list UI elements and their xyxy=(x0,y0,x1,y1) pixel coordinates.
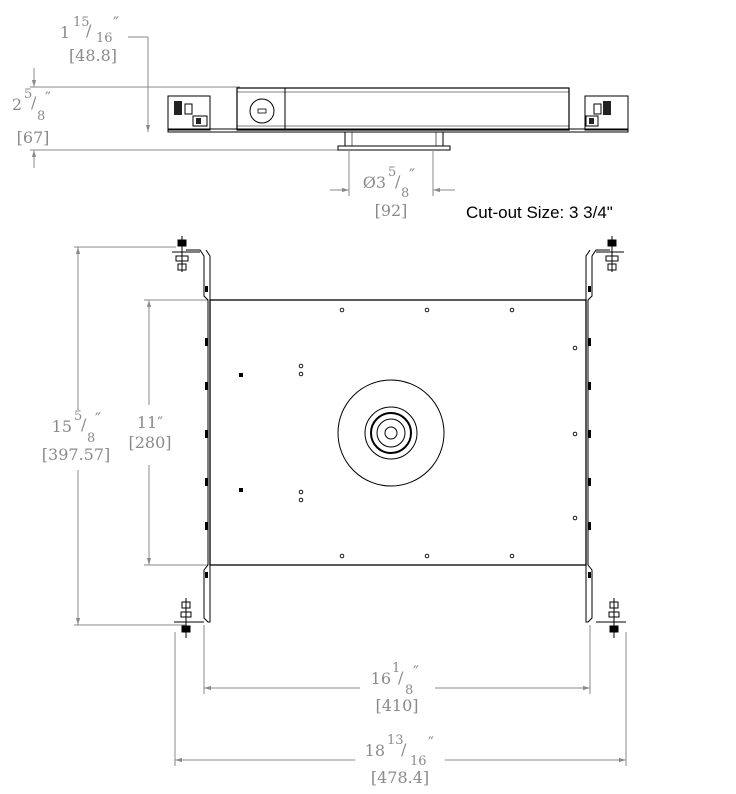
svg-text:″: ″ xyxy=(413,662,419,681)
svg-text:15: 15 xyxy=(52,417,72,436)
dim-outer-width: 18 13 / 16 ″ [478.4] xyxy=(365,733,434,787)
svg-text:″: ″ xyxy=(409,165,415,184)
svg-text:″: ″ xyxy=(428,733,434,752)
bolt-top-right xyxy=(596,236,624,272)
svg-text:2: 2 xyxy=(12,95,22,114)
dim-inner-width: 16 1 / 8 ″ [410] xyxy=(371,661,419,715)
svg-text:″: ″ xyxy=(45,88,51,107)
svg-text:16: 16 xyxy=(410,754,427,769)
dim-top-offset: 1 15 / 16 ″ [48.8] xyxy=(60,13,119,65)
svg-text:/: / xyxy=(31,93,37,112)
svg-text:[410]: [410] xyxy=(375,696,418,715)
svg-text:16: 16 xyxy=(96,31,113,46)
svg-text:1: 1 xyxy=(392,661,400,676)
svg-text:18: 18 xyxy=(365,741,385,760)
bolt-top-left xyxy=(172,236,200,272)
svg-text:16: 16 xyxy=(371,669,391,688)
svg-text:8: 8 xyxy=(401,186,409,201)
cutout-caption: Cut-out Size: 3 3/4" xyxy=(466,203,613,222)
svg-text:8: 8 xyxy=(405,683,413,698)
right-side-bracket xyxy=(584,95,629,131)
dim-inner-depth: 11″ [280] xyxy=(128,413,171,452)
dim-aperture: Ø3 5 / 8 ″ [92] xyxy=(363,165,415,220)
svg-text:8: 8 xyxy=(37,109,45,124)
svg-text:[478.4]: [478.4] xyxy=(371,768,429,787)
svg-text:Ø3: Ø3 xyxy=(363,173,386,192)
svg-text:″: ″ xyxy=(113,13,119,32)
svg-text:11″: 11″ xyxy=(137,413,163,432)
svg-text:[280]: [280] xyxy=(128,433,171,452)
svg-text:5: 5 xyxy=(24,87,32,102)
svg-text:13: 13 xyxy=(387,733,404,748)
svg-text:5: 5 xyxy=(74,409,82,424)
svg-text:/: / xyxy=(86,21,92,40)
svg-text:[92]: [92] xyxy=(375,201,408,220)
left-side-bracket xyxy=(167,95,211,131)
svg-text:[67]: [67] xyxy=(17,128,50,147)
svg-text:/: / xyxy=(398,668,404,687)
svg-text:15: 15 xyxy=(73,15,90,30)
svg-text:1: 1 xyxy=(60,23,70,42)
bolt-bottom-right xyxy=(596,598,626,638)
svg-text:5: 5 xyxy=(388,165,396,180)
svg-text:[397.57]: [397.57] xyxy=(42,445,110,464)
svg-text:8: 8 xyxy=(87,431,95,446)
plan-view xyxy=(74,236,627,766)
side-view xyxy=(30,36,629,196)
dim-height: 2 5 / 8 ″ [67] xyxy=(12,87,51,147)
svg-text:″: ″ xyxy=(95,409,101,428)
svg-text:/: / xyxy=(395,172,401,191)
bolt-bottom-left xyxy=(174,598,204,638)
svg-text:/: / xyxy=(81,415,87,434)
svg-text:[48.8]: [48.8] xyxy=(69,46,117,65)
svg-text:/: / xyxy=(401,740,407,759)
dim-outer-depth: 15 5 / 8 ″ [397.57] xyxy=(42,409,110,464)
